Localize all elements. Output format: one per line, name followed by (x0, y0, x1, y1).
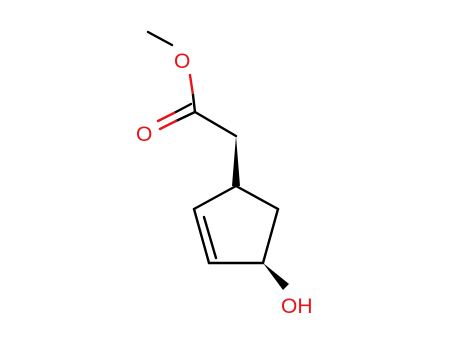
bond-carbonyl-double-b-o (156, 111, 176, 123)
bond-methyl-oxygen (146, 30, 174, 47)
wedge-bond-hydroxyl (263, 263, 289, 290)
bond-carbonyl-double-b (172, 102, 193, 115)
bond-carbonyl-double-a (174, 110, 197, 123)
bond-ring-c4-c5 (261, 207, 280, 265)
bond-carbonyl-double-a-o (158, 119, 178, 131)
bond-ring-c2-c3-double (202, 215, 218, 260)
bond-ring-c2-c3 (192, 207, 211, 265)
bond-ring-c5-c1 (234, 184, 280, 211)
atom-ester-carbonyl-oxygen: O (136, 123, 152, 146)
bond-ether-oxygen-carbonyl-b (191, 93, 197, 114)
atom-ester-ether-oxygen: O (174, 50, 190, 73)
bond-carbonyl-ch2 (193, 110, 238, 138)
wedge-bond-ch2 (232, 136, 240, 186)
bond-ring-c1-c2 (192, 184, 238, 211)
bond-ether-oxygen-carbonyl (188, 73, 195, 97)
atom-hydroxyl: OH (281, 295, 313, 318)
